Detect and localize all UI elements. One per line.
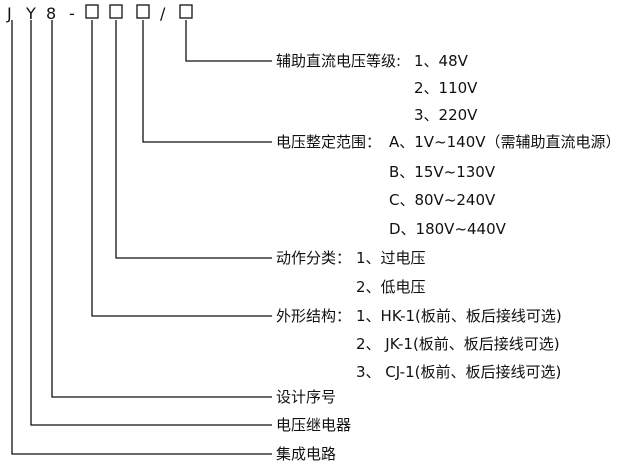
model-code: J Y 8 - / — [6, 4, 193, 23]
voltage-range-title: 电压整定范围： — [276, 133, 381, 151]
code-box-aux-voltage — [179, 4, 193, 19]
structure-option: 3、 CJ-1(板前、板后接线可选) — [356, 363, 561, 381]
line-design-serial — [51, 20, 272, 398]
line-integrated — [11, 20, 272, 455]
voltage-range-option: D、180V~440V — [389, 220, 507, 238]
structure-group: 外形结构： 1、HK-1(板前、板后接线可选) 2、 JK-1(板前、板后接线可… — [276, 307, 562, 381]
code-char-dash: - — [69, 4, 75, 23]
code-char-y: Y — [25, 4, 36, 23]
aux-voltage-group: 辅助直流电压等级: 1、48V 2、110V 3、220V — [276, 52, 478, 124]
line-voltage-range — [142, 20, 272, 143]
code-box-structure — [85, 4, 99, 19]
voltage-range-group: 电压整定范围： A、1V~140V（需辅助直流电源） B、15V~130V C、… — [276, 133, 621, 238]
connector-lines — [11, 20, 272, 455]
design-serial-label: 设计序号 — [276, 388, 336, 406]
aux-voltage-option: 1、48V — [414, 52, 469, 70]
structure-option: 2、 JK-1(板前、板后接线可选) — [356, 335, 560, 353]
voltage-range-option: B、15V~130V — [389, 163, 496, 181]
code-box-range — [136, 4, 150, 19]
aux-voltage-option: 3、220V — [414, 106, 478, 124]
aux-voltage-option: 2、110V — [414, 79, 478, 97]
line-structure — [91, 20, 272, 317]
voltage-range-option: A、1V~140V（需辅助直流电源） — [389, 133, 621, 151]
aux-voltage-title: 辅助直流电压等级: — [276, 52, 401, 70]
code-char-j: J — [6, 4, 12, 23]
line-relay — [30, 20, 272, 426]
structure-option: 1、HK-1(板前、板后接线可选) — [356, 307, 562, 325]
code-char-slash: / — [160, 4, 166, 23]
integrated-circuit-label: 集成电路 — [276, 445, 336, 463]
code-char-8: 8 — [46, 4, 56, 23]
action-type-group: 动作分类： 1、过电压 2、低电压 — [276, 249, 426, 296]
voltage-range-option: C、80V~240V — [389, 191, 496, 209]
action-type-option: 2、低电压 — [356, 278, 426, 296]
line-action-type — [115, 20, 272, 259]
line-aux-voltage — [185, 20, 272, 62]
relay-label: 电压继电器 — [276, 416, 351, 434]
action-type-option: 1、过电压 — [356, 249, 426, 267]
structure-title: 外形结构： — [276, 307, 351, 325]
code-box-action — [109, 4, 123, 19]
action-type-title: 动作分类： — [276, 249, 351, 267]
